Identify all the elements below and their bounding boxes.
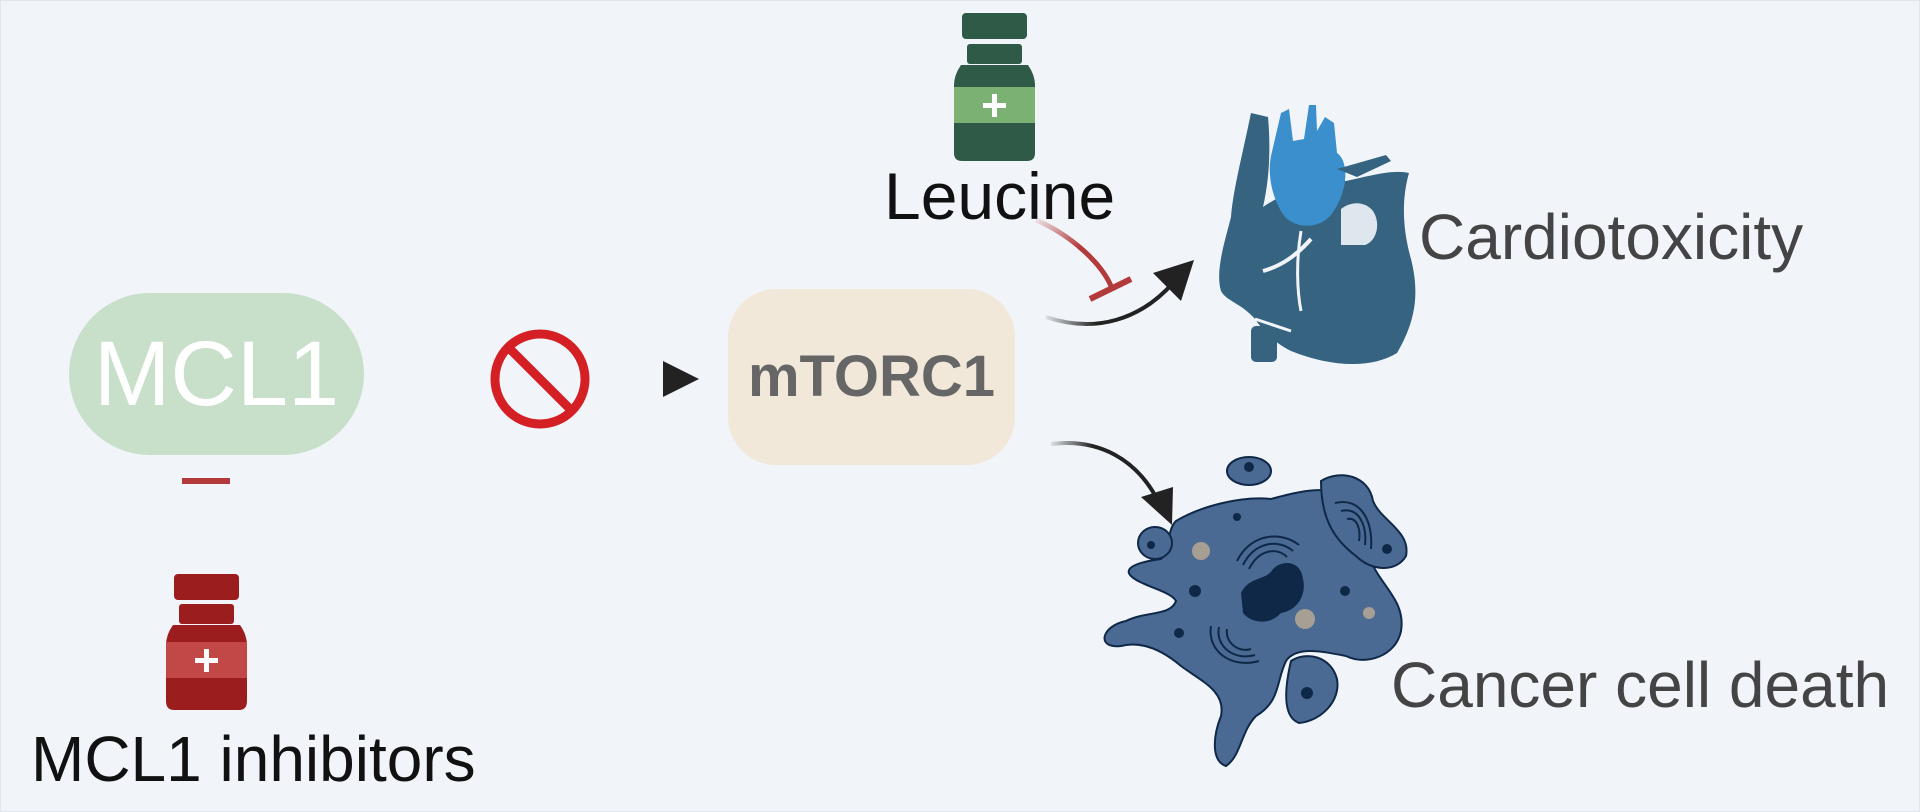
prohibition-icon: [490, 329, 590, 429]
mtorc1-label: mTORC1: [747, 344, 996, 409]
cancer-cell-icon: [1103, 456, 1408, 768]
mcl1-to-mtorc1-arrow: [386, 361, 699, 397]
cardiotoxicity-label: Cardiotoxicity: [1419, 201, 1804, 273]
inhibitor-t-bar: [182, 478, 230, 553]
mcl1-node: MCL1: [69, 293, 364, 455]
mcl1-inhibitors-label: MCL1 inhibitors: [31, 723, 476, 795]
mtorc1-to-cardio-arrow: [1045, 260, 1194, 326]
heart-icon: [1219, 105, 1416, 365]
mcl1-label: MCL1: [93, 323, 340, 425]
mtorc1-node: mTORC1: [728, 289, 1015, 465]
leucine-bottle-icon: [954, 13, 1035, 161]
mtorc1-to-cancer-arrow: [1050, 441, 1173, 525]
leucine-label: Leucine: [884, 159, 1116, 233]
leucine-inhibit-arrow: [1035, 217, 1133, 302]
inhibitor-bottle-icon: [166, 574, 247, 710]
cancer-cell-death-label: Cancer cell death: [1391, 649, 1890, 721]
